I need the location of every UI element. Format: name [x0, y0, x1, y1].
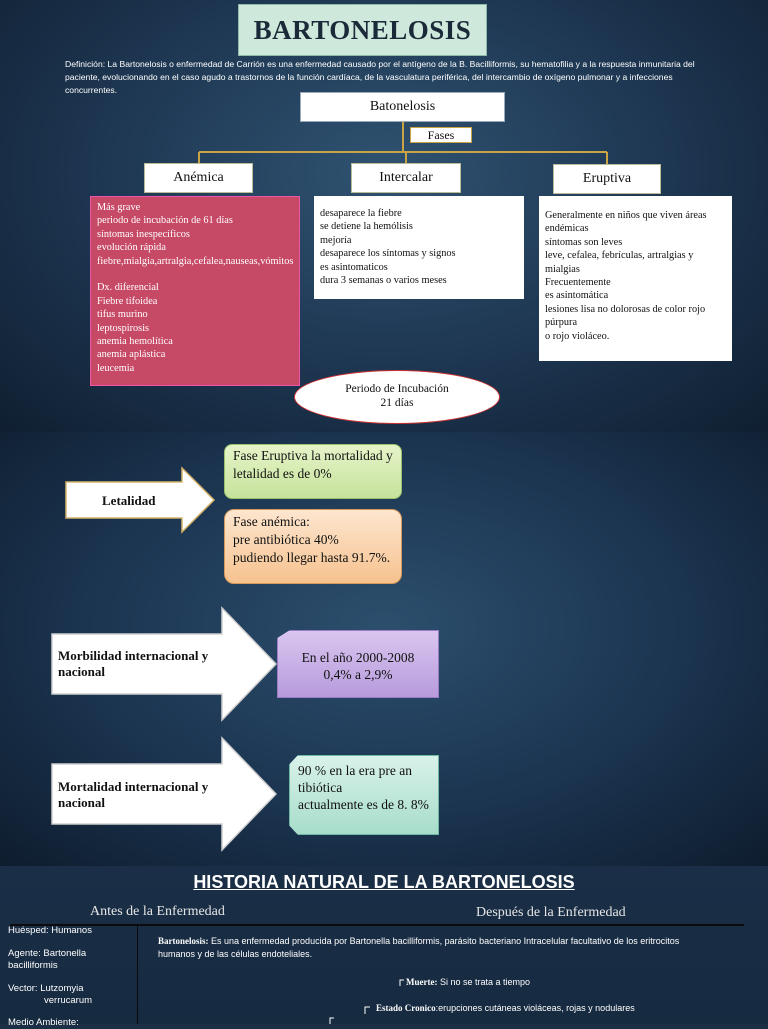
mortalidad-value-box: 90 % en la era pre an tibiótica actualme… [289, 755, 439, 835]
eruptiva-details: Generalmente en niños que viven áreas en… [539, 196, 732, 361]
medio-ambiente-item: Medio Ambiente: [8, 1017, 79, 1028]
historia-def-text: Es una enfermedad producida por Bartonel… [158, 936, 680, 959]
timeline-divider [10, 924, 744, 926]
cronico-term: Estado Cronico [376, 1003, 436, 1013]
morbilidad-arrow [51, 606, 278, 722]
phase-eruptiva-node: Eruptiva [553, 164, 661, 194]
historia-definition: Bartonelosis: Es una enfermedad producid… [158, 935, 698, 961]
phase-anemica-node: Anémica [144, 163, 253, 193]
letalidad-eruptiva-box: Fase Eruptiva la mortalidad y letalidad … [224, 444, 402, 499]
cronico-text: :erupciones cutáneas violáceas, rojas y … [435, 1003, 635, 1013]
morbilidad-label: Morbilidad internacional y nacional [58, 648, 209, 679]
fases-node: Fases [410, 127, 472, 143]
stairs-lines [329, 979, 404, 1024]
cronico-step: Estado Cronico:erupciones cutáneas violá… [376, 1003, 635, 1013]
morbilidad-value-box: En el año 2000-2008 0,4% a 2,9% [277, 630, 439, 698]
vector-value: verrucarum [44, 994, 93, 1006]
definition-text: Definición: La Bartonelosis o enfermedad… [65, 59, 695, 95]
bottom-panel-background [0, 866, 768, 1024]
muerte-text: Si no se trata a tiempo [437, 977, 531, 987]
letalidad-anemica-box: Fase anémica: pre antibiótica 40% pudien… [224, 509, 402, 584]
intercalar-details: desaparece la fiebre se detiene la hemól… [314, 196, 524, 299]
letalidad-label: Letalidad [102, 493, 156, 508]
incubation-label: Periodo de Incubación [345, 383, 449, 395]
anemica-details: Más grave periodo de incubación de 61 dí… [90, 196, 300, 386]
phase-intercalar-node: Intercalar [351, 163, 461, 193]
page-title: BARTONELOSIS [238, 4, 487, 56]
column-divider [137, 926, 138, 1024]
mortalidad-arrow [51, 736, 278, 852]
incubation-ellipse: Periodo de Incubación 21 días [294, 370, 500, 424]
vector-label: Vector: Lutzomyia [8, 983, 84, 994]
incubation-value: 21 días [380, 397, 414, 409]
agente-item: Agente: Bartonella bacilliformis [8, 948, 87, 971]
muerte-term: Muerte: [406, 977, 438, 987]
antes-label: Antes de la Enfermedad [90, 904, 225, 919]
phase-connectors [198, 122, 608, 164]
huesped-item: Huésped: Humanos [8, 925, 92, 936]
despues-label: Después de la Enfermedad [476, 905, 626, 920]
vector-item: Vector: Lutzomyia verrucarum [8, 983, 136, 1006]
historia-title: HISTORIA NATURAL DE LA BARTONELOSIS [193, 872, 575, 892]
historia-def-term: Bartonelosis: [158, 936, 209, 946]
muerte-step: Muerte: Si no se trata a tiempo [406, 977, 530, 987]
letalidad-arrow [65, 466, 216, 534]
mortalidad-label: Mortalidad internacional y nacional [58, 779, 209, 810]
root-node: Batonelosis [300, 92, 505, 122]
